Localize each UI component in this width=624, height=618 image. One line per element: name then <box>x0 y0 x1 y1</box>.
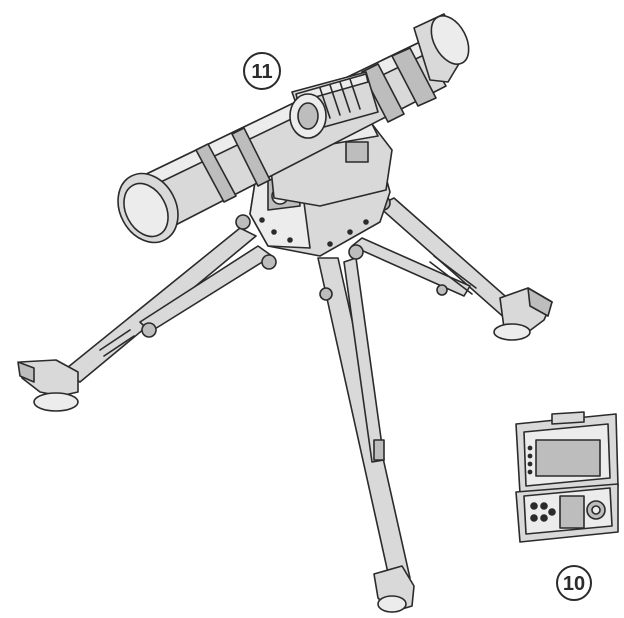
tripod-leg-front <box>317 257 415 613</box>
thermal-sight <box>289 71 379 139</box>
callout-11-label: 11 <box>251 61 272 83</box>
tripod-leg-right <box>351 197 553 341</box>
leg-knob-lower <box>141 322 157 338</box>
leg-knob-left <box>235 214 251 230</box>
leg-knob-right-lower <box>348 244 364 260</box>
control-unit-case <box>515 411 619 495</box>
leg-knob-front <box>319 287 333 301</box>
callout-11: 11 <box>243 52 281 90</box>
callout-10: 10 <box>556 565 592 601</box>
leg-knob-right-brace <box>436 284 448 296</box>
tripod-leg-left <box>17 227 273 412</box>
callout-10-label: 10 <box>563 573 585 595</box>
leg-knob-center <box>261 254 277 270</box>
control-unit-panel <box>515 483 619 543</box>
